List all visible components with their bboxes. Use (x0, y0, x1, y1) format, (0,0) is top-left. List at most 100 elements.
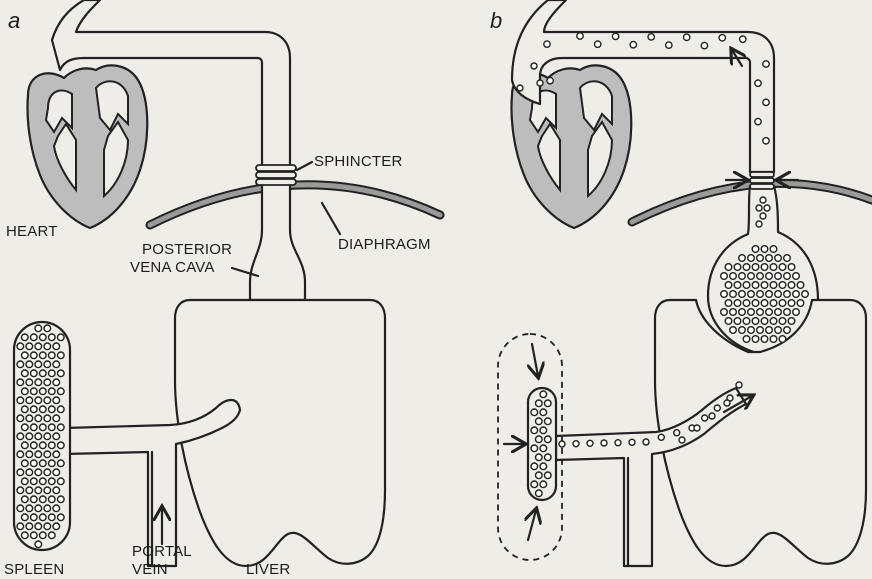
blood-cell (761, 264, 768, 271)
blood-cell (766, 291, 773, 298)
blood-cell (760, 197, 766, 203)
blood-cell (44, 451, 51, 458)
blood-cell (58, 460, 65, 467)
blood-cell (531, 463, 538, 470)
blood-cell (760, 213, 766, 219)
blood-cell (730, 309, 737, 316)
blood-cell (26, 361, 33, 368)
blood-cell (35, 469, 42, 476)
blood-cell (531, 427, 538, 434)
blood-cell (739, 255, 746, 262)
blood-cell (763, 138, 769, 144)
blood-cell (31, 406, 38, 413)
blood-cell (31, 496, 38, 503)
blood-cell (35, 415, 42, 422)
blood-cell (17, 415, 24, 422)
blood-cell (764, 205, 770, 211)
blood-cell (44, 487, 51, 494)
blood-cell (545, 436, 552, 443)
blood-cell (719, 35, 725, 41)
portal-vein-label-line1: PORTAL (132, 543, 192, 560)
blood-cell (784, 255, 791, 262)
blood-cell (540, 481, 547, 488)
blood-cell (545, 472, 552, 479)
blood-cell (752, 336, 759, 343)
spleen-contract-arrow-top (532, 344, 538, 376)
posterior-vena-cava-label-line1: POSTERIOR (142, 241, 232, 258)
blood-cell (40, 388, 47, 395)
blood-cell (674, 430, 680, 436)
blood-cell (679, 437, 685, 443)
blood-cell (22, 514, 29, 521)
blood-cell (44, 469, 51, 476)
blood-cell (49, 496, 56, 503)
blood-cell (743, 264, 750, 271)
blood-cell (40, 532, 47, 539)
blood-cell (53, 397, 60, 404)
blood-cell (58, 496, 65, 503)
blood-cell (26, 523, 33, 530)
blood-cell (752, 318, 759, 325)
blood-cell (739, 309, 746, 316)
blood-cell (540, 445, 547, 452)
blood-cell (44, 379, 51, 386)
blood-cell (775, 291, 782, 298)
blood-cell (40, 460, 47, 467)
blood-cell (775, 327, 782, 334)
blood-cell (748, 327, 755, 334)
blood-cell (31, 514, 38, 521)
blood-cell (22, 532, 29, 539)
blood-cell (35, 523, 42, 530)
blood-cell (40, 442, 47, 449)
blood-cell (536, 490, 543, 497)
blood-cell (40, 478, 47, 485)
blood-cell (788, 264, 795, 271)
blood-cell (615, 440, 621, 446)
blood-cell (35, 379, 42, 386)
panel-a: a (4, 0, 440, 578)
blood-cell (53, 415, 60, 422)
blood-cell (540, 391, 547, 398)
blood-cell (22, 496, 29, 503)
blood-cell (788, 282, 795, 289)
blood-cell (761, 300, 768, 307)
blood-cell (752, 300, 759, 307)
blood-cell (53, 379, 60, 386)
blood-cell (779, 264, 786, 271)
blood-cell (17, 487, 24, 494)
blood-cell (53, 487, 60, 494)
blood-cell (545, 418, 552, 425)
blood-cell (770, 336, 777, 343)
blood-cell (31, 388, 38, 395)
blood-cell (35, 361, 42, 368)
blood-cell (26, 505, 33, 512)
blood-cell (766, 255, 773, 262)
blood-cell (784, 309, 791, 316)
blood-cell (44, 325, 51, 332)
sphincter-a (256, 165, 296, 185)
blood-cell (26, 379, 33, 386)
blood-cell (531, 409, 538, 416)
blood-cell (31, 442, 38, 449)
blood-cell (17, 433, 24, 440)
blood-cell (648, 34, 654, 40)
blood-cell (35, 343, 42, 350)
blood-cell (17, 379, 24, 386)
blood-cell (517, 85, 523, 91)
blood-cell (531, 481, 538, 488)
blood-cell (49, 532, 56, 539)
blood-cell (757, 291, 764, 298)
blood-cell (22, 478, 29, 485)
blood-cell (770, 246, 777, 253)
blood-cell (766, 273, 773, 280)
panel-letter-b: b (490, 8, 502, 33)
blood-cell (35, 325, 42, 332)
blood-cell (601, 440, 607, 446)
sphincter-label: SPHINCTER (314, 153, 402, 170)
blood-cell (757, 309, 764, 316)
blood-cell (44, 505, 51, 512)
blood-cell (40, 514, 47, 521)
blood-cell (784, 327, 791, 334)
blood-cell (684, 34, 690, 40)
blood-cell (802, 291, 809, 298)
